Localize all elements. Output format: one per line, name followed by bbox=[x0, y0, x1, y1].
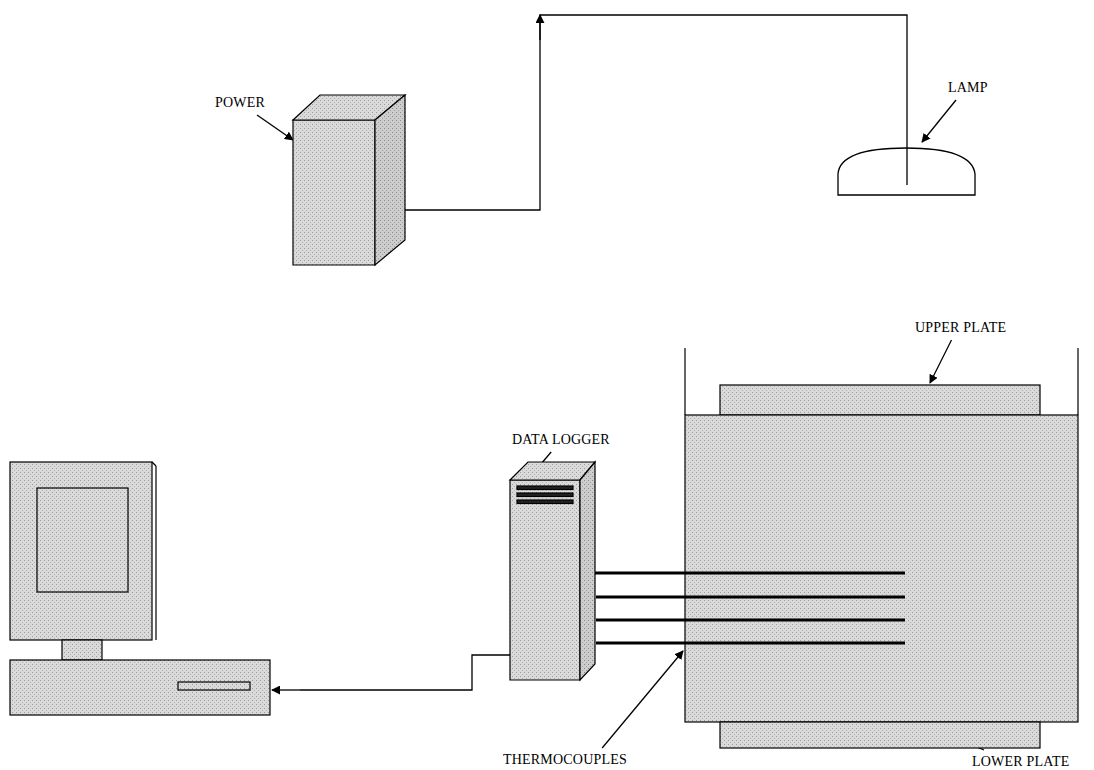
power-supply bbox=[293, 95, 405, 265]
power-wire bbox=[405, 15, 907, 210]
thermocouple-wires bbox=[595, 573, 905, 643]
leader-arrow bbox=[257, 115, 293, 140]
callout-label: LAMP bbox=[948, 80, 988, 96]
callout-label: POWER bbox=[215, 95, 265, 111]
callout-label-box: LOWER PLATE bbox=[972, 752, 1069, 770]
leader-arrow bbox=[922, 100, 956, 142]
callout-label-box: DATA LOGGER bbox=[512, 430, 610, 448]
callout-label: UPPER PLATE bbox=[915, 320, 1006, 336]
leader-arrow bbox=[602, 651, 683, 748]
sample-rig bbox=[685, 348, 1078, 748]
callout-label: DATA LOGGER bbox=[512, 432, 610, 448]
leader-arrow bbox=[930, 340, 952, 383]
callout-label: LOWER PLATE bbox=[972, 754, 1069, 770]
data-logger bbox=[510, 462, 595, 680]
callout-label-box: UPPER PLATE bbox=[915, 318, 1006, 336]
callout-label: THERMOCOUPLES bbox=[503, 752, 627, 768]
computer bbox=[10, 462, 270, 715]
callout-label-box: POWER bbox=[215, 93, 265, 111]
callout-label-box: THERMOCOUPLES bbox=[503, 750, 627, 768]
callout-label-box: LAMP bbox=[948, 78, 988, 96]
data-cable bbox=[272, 655, 510, 690]
